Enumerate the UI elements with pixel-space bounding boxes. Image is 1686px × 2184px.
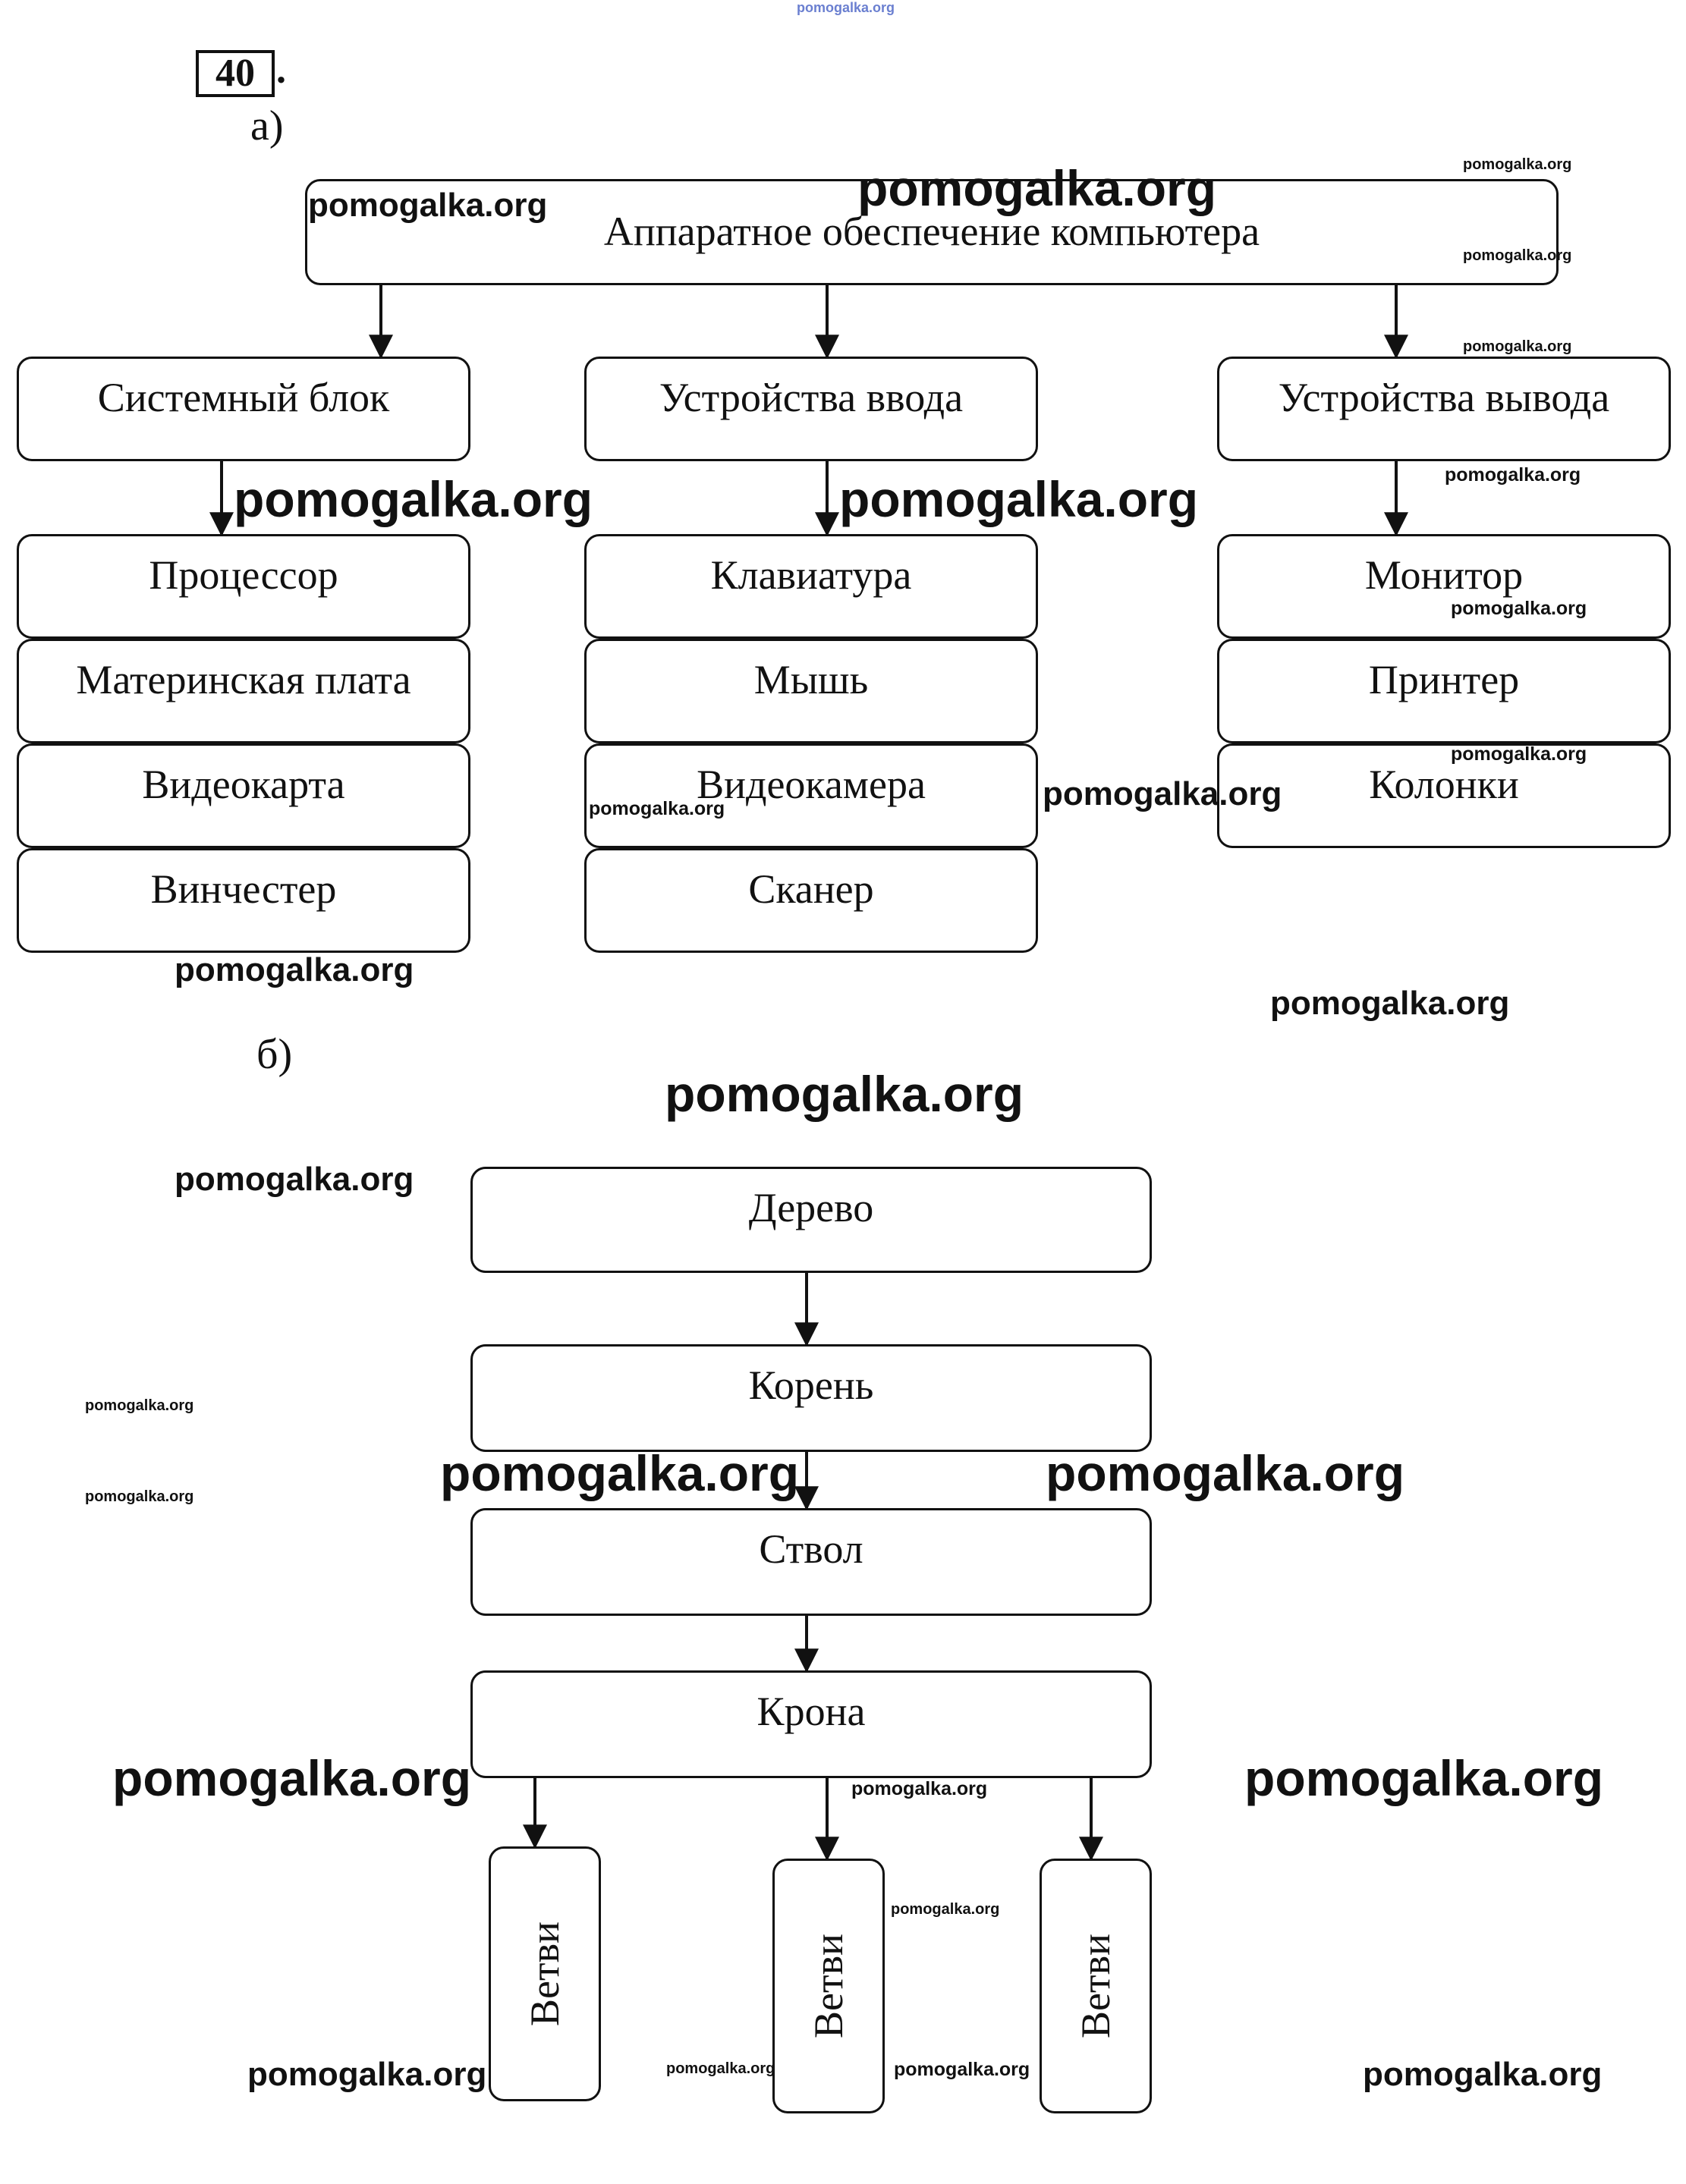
item-box-hard-drive: Винчестер xyxy=(17,848,470,953)
item-label: Видеокарта xyxy=(142,762,345,807)
item-box-monitor: Монитор xyxy=(1217,534,1671,639)
item-label: Материнская плата xyxy=(76,657,411,702)
watermark-text: pomogalka.org xyxy=(112,1750,472,1806)
branch-leaf-label-3: Ветви xyxy=(1073,1934,1118,2038)
watermark-text: pomogalka.org xyxy=(1463,338,1572,355)
watermark-text: pomogalka.org xyxy=(857,160,1217,216)
branch-box-input-devices: Устройства ввода xyxy=(584,357,1038,461)
item-label: Клавиатура xyxy=(710,552,912,598)
chain-box-root: Корень xyxy=(470,1344,1152,1452)
item-box-video-camera: Видеокамера xyxy=(584,743,1038,848)
item-label: Видеокамера xyxy=(697,762,926,807)
watermark-text: pomogalka.org xyxy=(797,0,895,15)
item-box-speakers: Колонки xyxy=(1217,743,1671,848)
watermark-text: pomogalka.org xyxy=(1463,247,1572,264)
branch-leaf-label-1: Ветви xyxy=(522,1922,568,2026)
item-label: Колонки xyxy=(1369,762,1519,807)
watermark-text: pomogalka.org xyxy=(175,951,414,988)
branch-label-output-devices: Устройства вывода xyxy=(1278,375,1610,420)
watermark-text: pomogalka.org xyxy=(175,1161,414,1198)
watermark-text: pomogalka.org xyxy=(247,2056,487,2093)
watermark-text: pomogalka.org xyxy=(1043,775,1282,812)
chain-label-tree: Дерево xyxy=(748,1185,874,1230)
chain-label-crown: Крона xyxy=(756,1689,866,1734)
chain-box-tree: Дерево xyxy=(470,1167,1152,1273)
watermark-text: pomogalka.org xyxy=(589,798,725,819)
watermark-text: pomogalka.org xyxy=(1363,2056,1603,2093)
hardware-root-label: Аппаратное обеспечение компьютера xyxy=(603,209,1260,255)
branch-label-system-unit: Системный блок xyxy=(97,375,390,420)
item-box-mouse: Мышь xyxy=(584,639,1038,743)
watermark-text: pomogalka.org xyxy=(894,2059,1030,2080)
watermark-text: pomogalka.org xyxy=(1046,1445,1405,1501)
item-label: Процессор xyxy=(149,552,338,598)
chain-label-trunk: Ствол xyxy=(759,1526,863,1572)
branch-leaf-box-3: Ветви xyxy=(1040,1859,1152,2113)
task-number-dot: . xyxy=(276,49,286,92)
chain-label-root: Корень xyxy=(748,1362,874,1408)
watermark-text: pomogalka.org xyxy=(1463,156,1572,173)
branch-leaf-box-1: Ветви xyxy=(489,1846,601,2101)
watermark-text: pomogalka.org xyxy=(85,1397,194,1414)
chain-box-crown: Крона xyxy=(470,1670,1152,1778)
item-box-video-card: Видеокарта xyxy=(17,743,470,848)
item-box-scanner: Сканер xyxy=(584,848,1038,953)
watermark-text: pomogalka.org xyxy=(440,1445,800,1501)
hardware-root-box: Аппаратное обеспечение компьютера xyxy=(305,179,1559,285)
branch-label-input-devices: Устройства ввода xyxy=(659,375,964,420)
chain-box-trunk: Ствол xyxy=(470,1508,1152,1616)
watermark-text: pomogalka.org xyxy=(1451,743,1587,765)
item-label: Сканер xyxy=(748,866,874,912)
branch-leaf-label-2: Ветви xyxy=(806,1934,851,2038)
part-b-label: б) xyxy=(256,1031,293,1078)
item-box-keyboard: Клавиатура xyxy=(584,534,1038,639)
item-label: Мышь xyxy=(753,657,869,702)
item-box-motherboard: Материнская плата xyxy=(17,639,470,743)
watermark-text: pomogalka.org xyxy=(665,1066,1024,1122)
item-label: Принтер xyxy=(1368,657,1520,702)
task-number: 40 xyxy=(196,50,275,97)
watermark-text: pomogalka.org xyxy=(1451,598,1587,619)
item-box-printer: Принтер xyxy=(1217,639,1671,743)
branch-box-output-devices: Устройства вывода xyxy=(1217,357,1671,461)
branch-box-system-unit: Системный блок xyxy=(17,357,470,461)
item-label: Монитор xyxy=(1364,552,1524,598)
watermark-text: pomogalka.org xyxy=(234,471,593,527)
watermark-text: pomogalka.org xyxy=(891,1901,1000,1918)
item-box-processor: Процессор xyxy=(17,534,470,639)
watermark-text: pomogalka.org xyxy=(851,1778,988,1799)
watermark-text: pomogalka.org xyxy=(85,1488,194,1505)
watermark-text: pomogalka.org xyxy=(666,2060,775,2077)
branch-leaf-box-2: Ветви xyxy=(772,1859,885,2113)
watermark-text: pomogalka.org xyxy=(1244,1750,1604,1806)
part-a-label: а) xyxy=(250,102,284,149)
item-label: Винчестер xyxy=(150,866,337,912)
watermark-text: pomogalka.org xyxy=(308,187,548,224)
watermark-text: pomogalka.org xyxy=(1445,464,1581,486)
watermark-text: pomogalka.org xyxy=(1270,985,1510,1022)
watermark-text: pomogalka.org xyxy=(839,471,1199,527)
